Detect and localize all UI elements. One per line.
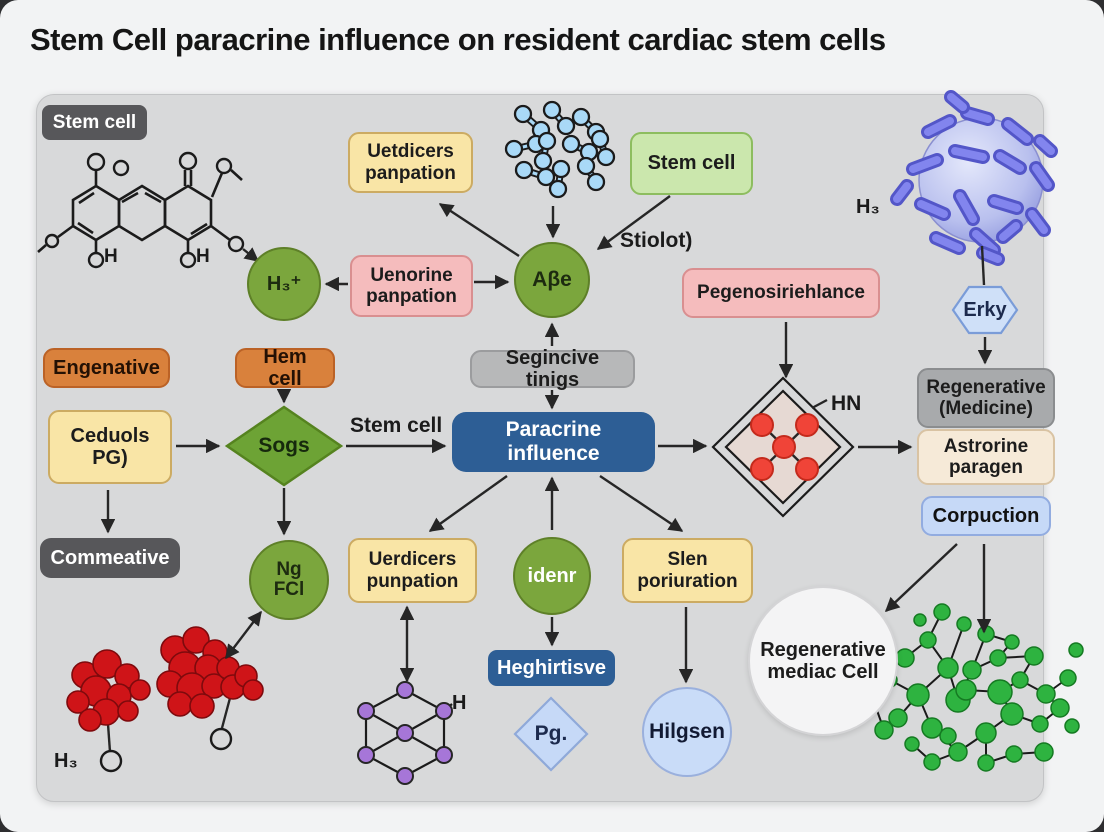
regenerative-mediac-cell-node: Regenerative mediac Cell bbox=[748, 586, 898, 736]
stem-cell-box: Stem cell bbox=[630, 132, 753, 195]
h3-plus-node: H₃⁺ bbox=[247, 247, 321, 321]
arrows-layer bbox=[100, 195, 993, 684]
red-molecule-cluster-icon bbox=[66, 626, 264, 773]
segincive-tinigs-box: Segincive tinigs bbox=[470, 347, 635, 391]
stem-cell-arrow-label: Stem cell bbox=[350, 414, 443, 437]
hem-cell-box: Hem cell bbox=[235, 346, 335, 390]
pg-diamond: Pg. bbox=[534, 722, 568, 746]
h3-top-right-label: H₃ bbox=[856, 196, 880, 218]
stiolot-annotation: Stiolot) bbox=[620, 229, 693, 252]
ng-fcl-node: Ng FCl bbox=[249, 540, 329, 620]
stem-cell-badge: Stem cell bbox=[42, 105, 147, 140]
sogs-diamond-shape bbox=[224, 405, 344, 487]
hydroxyl-h-left-label: H bbox=[104, 246, 118, 267]
h-purple-network-label: H bbox=[452, 692, 467, 714]
commeative-box: Commeative bbox=[40, 538, 180, 578]
pg-diamond-shape bbox=[513, 696, 589, 772]
page-title: Stem Cell paracrine influence on residen… bbox=[30, 22, 886, 57]
pegenosiriehlance-box: Pegenosiriehlance bbox=[682, 268, 880, 318]
engenative-box: Engenative bbox=[43, 348, 170, 388]
ceduols-pg-box: Ceduols PG) bbox=[48, 410, 172, 484]
astrorine-paragen-box: Astrorine paragen bbox=[917, 429, 1055, 485]
uerdicers-punpation-box: Uerdicers punpation bbox=[348, 538, 477, 603]
uetdicers-panpation-box: Uetdicers panpation bbox=[348, 132, 473, 193]
erky-hexagon: Erky bbox=[963, 298, 1007, 321]
regenerative-medicine-box: Regenerative (Medicine) bbox=[917, 368, 1055, 428]
uenorine-panpation-box: Uenorine panpation bbox=[350, 255, 473, 317]
red-dot-diamond-icon bbox=[711, 376, 855, 518]
chemical-structure-icon bbox=[37, 151, 245, 269]
idenr-node: idenr bbox=[513, 537, 591, 615]
purple-ring-network-icon bbox=[357, 681, 453, 785]
heghirtisve-box: Heghirtisve bbox=[488, 650, 615, 686]
hydroxyl-h-right-label: H bbox=[196, 246, 210, 267]
hn-atom-label: HN bbox=[831, 392, 862, 415]
green-molecule-network-icon bbox=[865, 603, 1084, 772]
erky-hexagon-shape bbox=[951, 285, 1019, 335]
abe-node: Aβe bbox=[514, 242, 590, 318]
stem-cell-sphere-icon bbox=[890, 90, 1058, 266]
hilgsen-node: Hilgsen bbox=[642, 687, 732, 777]
sogs-diamond: Sogs bbox=[258, 434, 310, 458]
blue-molecule-cluster-icon bbox=[504, 100, 616, 199]
slen-poriuration-box: Slen poriuration bbox=[622, 538, 753, 603]
corpuction-box: Corpuction bbox=[921, 496, 1051, 536]
paracrine-influence-box: Paracrine influence bbox=[452, 412, 655, 472]
h3-bottom-left-label: H₃ bbox=[54, 750, 78, 772]
